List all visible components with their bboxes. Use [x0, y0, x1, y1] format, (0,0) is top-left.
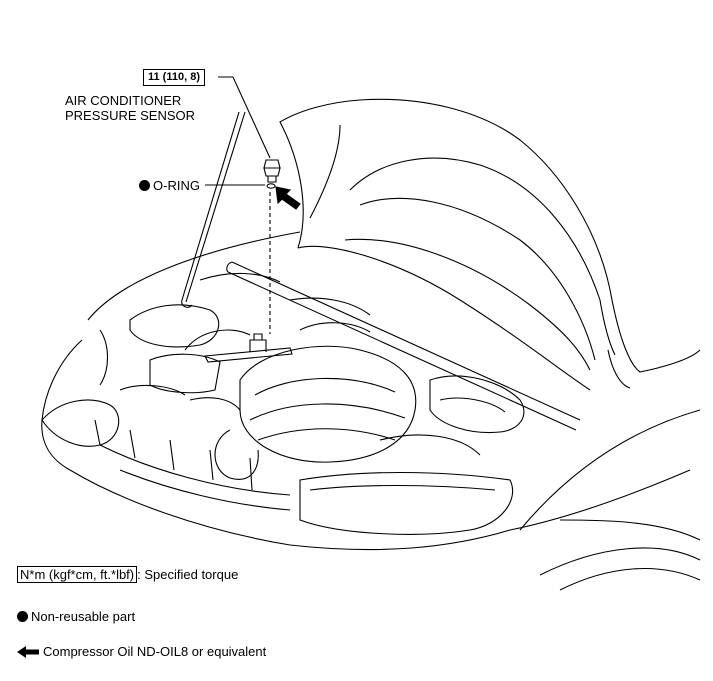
oring-label: O-RING	[139, 178, 200, 193]
hood-outline	[279, 98, 701, 373]
legend-nonreusable-row: Non-reusable part	[17, 609, 135, 624]
legend-torque-desc: : Specified torque	[137, 567, 239, 582]
headlight-left	[41, 399, 120, 447]
nonreusable-dot-icon	[139, 180, 150, 191]
sensor-label-line1: AIR CONDITIONER	[65, 93, 182, 108]
oil-apply-arrow	[275, 186, 301, 210]
left-fender	[87, 231, 301, 321]
legend-oil-row: Compressor Oil ND-OIL8 or equivalent	[17, 644, 266, 659]
bold-arrow-left-icon	[17, 646, 39, 658]
sensor-label-line2: PRESSURE SENSOR	[65, 108, 196, 123]
right-fender	[559, 519, 701, 541]
legend-oil-desc: Compressor Oil ND-OIL8 or equivalent	[43, 644, 267, 659]
torque-callout-box: 11 (110, 8)	[143, 69, 205, 86]
o-ring-part	[266, 183, 276, 189]
legend-torque-row: N*m (kgf*cm, ft.*lbf): Specified torque	[17, 566, 239, 583]
engine-cover	[239, 345, 417, 463]
strut-bar	[231, 261, 581, 421]
legend-torque-unit: N*m (kgf*cm, ft.*lbf)	[17, 566, 138, 583]
oring-label-text: O-RING	[153, 178, 200, 193]
legend-nonreusable-desc: Non-reusable part	[31, 609, 136, 624]
filled-circle-icon	[17, 611, 28, 622]
grille	[99, 444, 291, 496]
headlight-right	[299, 471, 514, 535]
pressure-sensor-part	[263, 159, 281, 183]
torque-leader	[218, 76, 271, 159]
ac-pipe	[204, 347, 293, 363]
hood-support-rod	[185, 111, 246, 303]
